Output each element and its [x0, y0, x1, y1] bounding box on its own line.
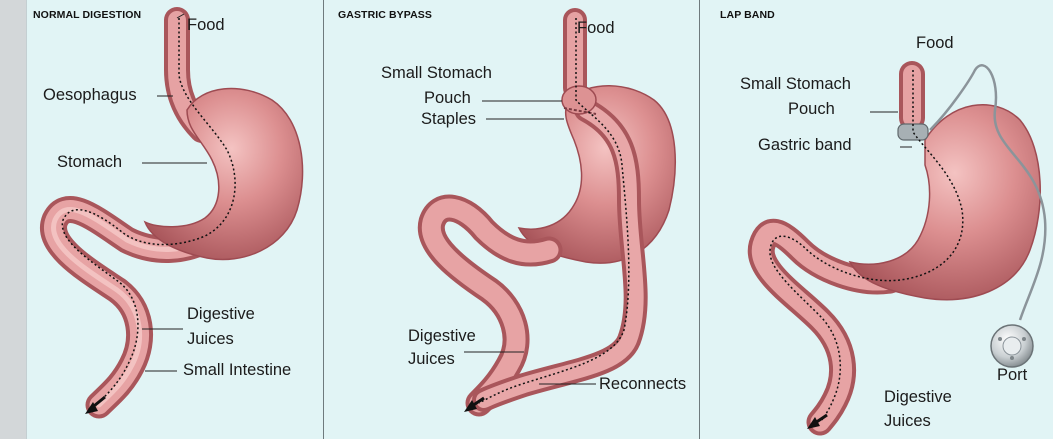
- label-port: Port: [997, 366, 1027, 385]
- label-digestive-juices-line1: Digestive: [884, 388, 952, 407]
- label-staples: Staples: [421, 110, 476, 129]
- label-digestive-juices-line2: Juices: [408, 350, 455, 369]
- label-digestive-juices-line2: Juices: [884, 412, 931, 431]
- label-small-stomach: Small Stomach: [381, 64, 492, 83]
- diagram-canvas: NORMAL DIGESTION: [26, 0, 1053, 439]
- label-gastric-band: Gastric band: [758, 136, 852, 155]
- panel-lap-band: LAP BAND: [700, 0, 1053, 439]
- label-digestive-juices-line2: Juices: [187, 330, 234, 349]
- gastric-band: [898, 124, 928, 140]
- label-food: Food: [187, 16, 225, 35]
- panel-normal-digestion: NORMAL DIGESTION: [27, 0, 324, 439]
- label-small-intestine: Small Intestine: [183, 361, 291, 380]
- label-food: Food: [577, 19, 615, 38]
- label-reconnects: Reconnects: [599, 375, 686, 394]
- label-small-stomach: Small Stomach: [740, 75, 851, 94]
- label-food: Food: [916, 34, 954, 53]
- label-pouch: Pouch: [424, 89, 471, 108]
- label-pouch: Pouch: [788, 100, 835, 119]
- panel-gastric-bypass: GASTRIC BYPASS: [324, 0, 700, 439]
- label-digestive-juices-line1: Digestive: [408, 327, 476, 346]
- label-oesophagus: Oesophagus: [43, 86, 137, 105]
- label-stomach: Stomach: [57, 153, 122, 172]
- label-digestive-juices-line1: Digestive: [187, 305, 255, 324]
- stomach-shape: [145, 89, 303, 260]
- stomach-shape: [850, 105, 1040, 300]
